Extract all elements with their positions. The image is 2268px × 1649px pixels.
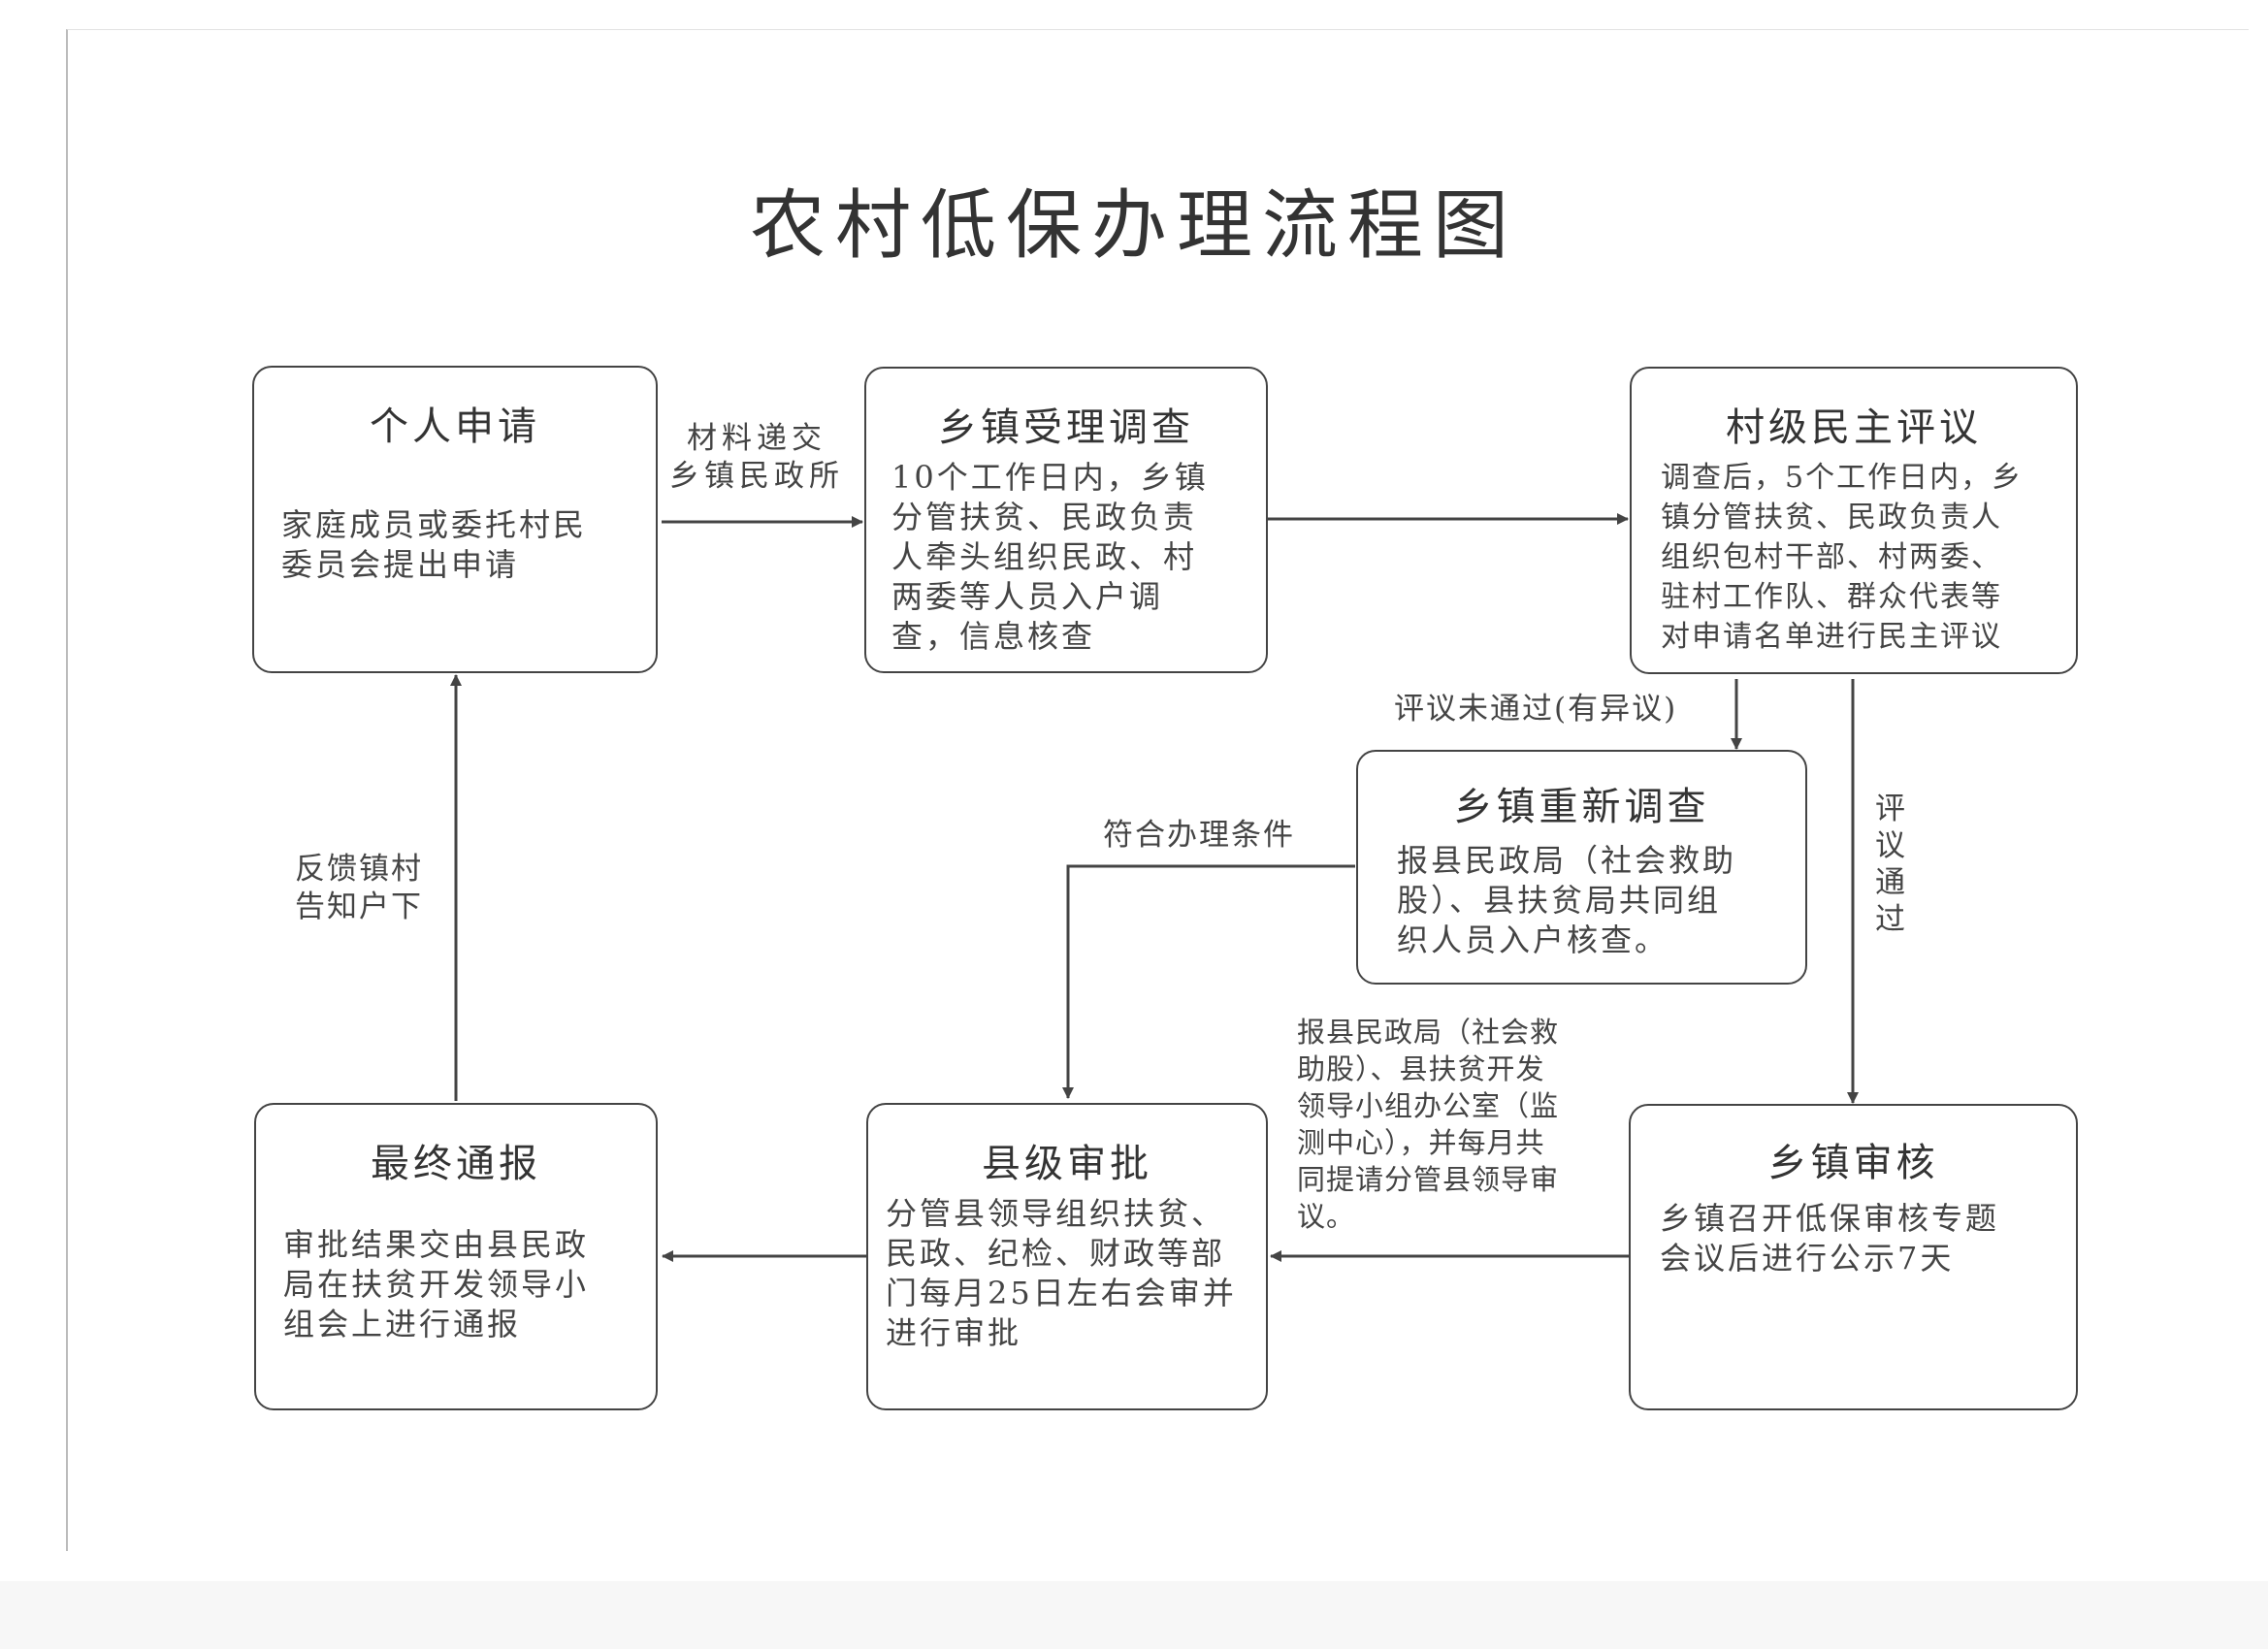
step-description: 审批结果交由县民政 局在扶贫开发领导小 组会上进行通报	[283, 1226, 590, 1342]
step-county-approval: 县级审批 分管县领导组织扶贫、 民政、纪检、财政等部 门每月25日左右会审并 进…	[866, 1103, 1268, 1410]
step-description: 乡镇召开低保审核专题 会议后进行公示7天	[1660, 1200, 2000, 1277]
label-materials-submitted: 材料递交 乡镇民政所	[669, 421, 844, 494]
step-town-audit: 乡镇审核 乡镇召开低保审核专题 会议后进行公示7天	[1629, 1104, 2078, 1410]
step-description: 10个工作日内，乡镇 分管扶贫、民政负责 人牵头组织民政、村 两委等人员入户调 …	[891, 459, 1209, 655]
step-town-reinvestigation: 乡镇重新调查 报县民政局（社会救助 股）、县扶贫局共同组 织人员入户核查。	[1356, 750, 1807, 985]
step-title: 村级民主评议	[1726, 405, 1982, 450]
step-description: 调查后，5个工作日内，乡 镇分管扶贫、民政负责人 组织包村干部、村两委、 驻村工…	[1661, 461, 2024, 654]
step-title: 乡镇受理调查	[938, 405, 1194, 450]
step-personal-application: 个人申请 家庭成员或委托村民 委员会提出申请	[252, 366, 658, 673]
step-description: 分管县领导组织扶贫、 民政、纪检、财政等部 门每月25日左右会审并 进行审批	[886, 1195, 1237, 1351]
step-title: 最终通报	[371, 1142, 541, 1186]
step-final-report: 最终通报 审批结果交由县民政 局在扶贫开发领导小 组会上进行通报	[254, 1103, 658, 1410]
step-title: 乡镇审核	[1767, 1141, 1939, 1185]
page-title: 农村低保办理流程图	[749, 182, 1518, 270]
step-town-acceptance: 乡镇受理调查 10个工作日内，乡镇 分管扶贫、民政负责 人牵头组织民政、村 两委…	[864, 367, 1268, 673]
label-review-failed: 评议未通过(有异议)	[1394, 692, 1678, 727]
page-frame	[66, 29, 2249, 1551]
arrow-qualified-to-county	[1062, 864, 1355, 1099]
step-title: 乡镇重新调查	[1453, 785, 1710, 829]
step-village-review: 村级民主评议 调查后，5个工作日内，乡 镇分管扶贫、民政负责人 组织包村干部、村…	[1630, 367, 2078, 674]
step-description: 家庭成员或委托村民 委员会提出申请	[281, 506, 588, 583]
label-feedback: 反馈镇村 告知户下	[295, 852, 423, 924]
label-review-passed: 评 议 通 过	[1875, 792, 1907, 937]
step-description: 报县民政局（社会救助 股）、县扶贫局共同组 织人员入户核查。	[1397, 842, 1737, 958]
scan-edge	[0, 1581, 2268, 1649]
step-title: 个人申请	[370, 404, 540, 449]
step-title: 县级审批	[982, 1142, 1152, 1186]
label-report-county: 报县民政局（社会救 助股）、县扶贫开发 领导小组办公室（监 测中心），并每月共 …	[1297, 1016, 1560, 1233]
label-qualified: 符合办理条件	[1103, 818, 1295, 853]
